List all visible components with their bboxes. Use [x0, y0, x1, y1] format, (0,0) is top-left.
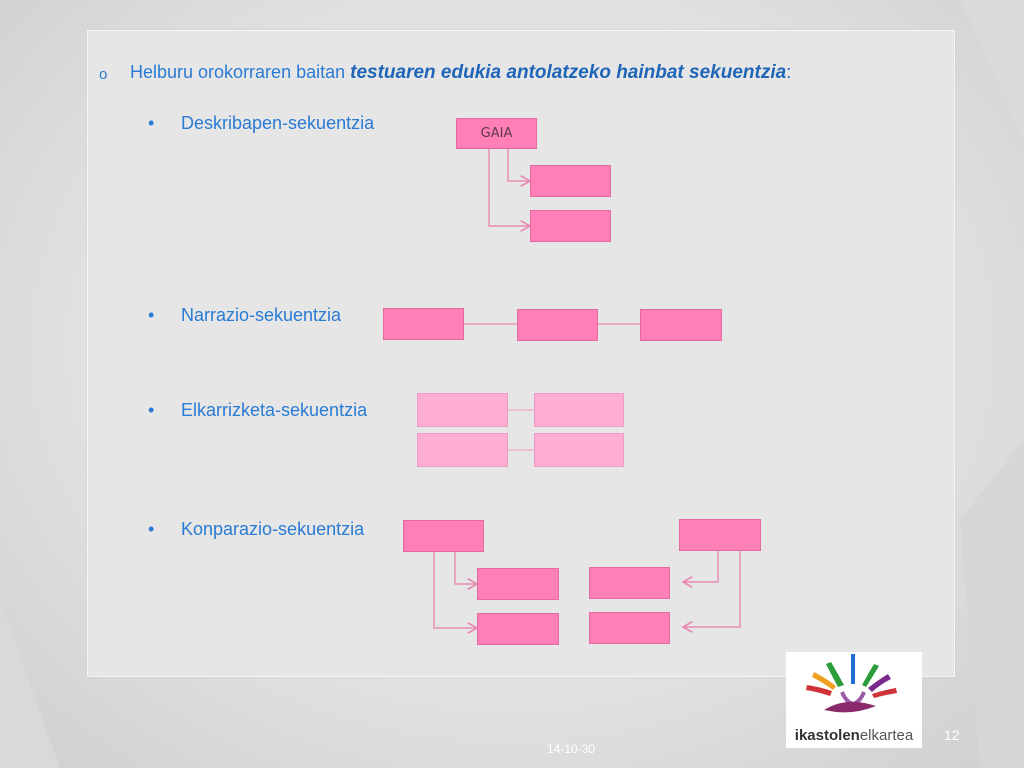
item-elkarrizketa: • Elkarrizketa-sekuentzia	[148, 400, 367, 421]
dialogue-box	[534, 433, 624, 467]
dialogue-box	[534, 393, 624, 427]
item-label: Deskribapen-sekuentzia	[181, 113, 375, 133]
heading-suffix: :	[786, 62, 792, 82]
comparison-box	[589, 612, 670, 644]
comparison-box	[679, 519, 761, 551]
description-box	[530, 165, 611, 197]
logo-graphic-icon	[806, 654, 897, 713]
heading-prefix: Helburu orokorraren baitan	[130, 62, 351, 82]
slide-heading: Helburu orokorraren baitan testuaren edu…	[130, 62, 950, 84]
comparison-box	[403, 520, 484, 552]
item-bullet: •	[148, 519, 155, 539]
dialogue-box	[417, 393, 508, 427]
comparison-box	[477, 613, 559, 645]
ikastolen-elkartea-logo: ikastolenelkartea	[786, 652, 922, 748]
narration-box	[640, 309, 722, 341]
topic-box-label: GAIA	[480, 126, 513, 141]
item-label: Konparazio-sekuentzia	[181, 519, 365, 539]
item-bullet: •	[148, 400, 155, 420]
item-bullet: •	[148, 113, 155, 133]
item-label: Elkarrizketa-sekuentzia	[181, 400, 368, 420]
comparison-box	[589, 567, 670, 599]
item-konparazio: • Konparazio-sekuentzia	[148, 519, 364, 540]
page-number: 12	[944, 727, 960, 743]
heading-bullet: o	[99, 66, 108, 83]
footer-date: 14-10-30	[547, 742, 596, 756]
heading-emphasis: testuaren edukia antolatzeko hainbat sek…	[350, 62, 787, 83]
item-bullet: •	[148, 305, 155, 325]
comparison-box	[477, 568, 559, 600]
item-label: Narrazio-sekuentzia	[181, 305, 342, 325]
item-narrazio: • Narrazio-sekuentzia	[148, 305, 341, 326]
description-box	[530, 210, 611, 242]
narration-box	[383, 308, 464, 340]
narration-box	[517, 309, 598, 341]
item-deskribapen: • Deskribapen-sekuentzia	[148, 113, 374, 134]
logo-text: ikastolenelkartea	[794, 727, 914, 744]
topic-box: GAIA	[456, 118, 537, 149]
dialogue-box	[417, 433, 508, 467]
